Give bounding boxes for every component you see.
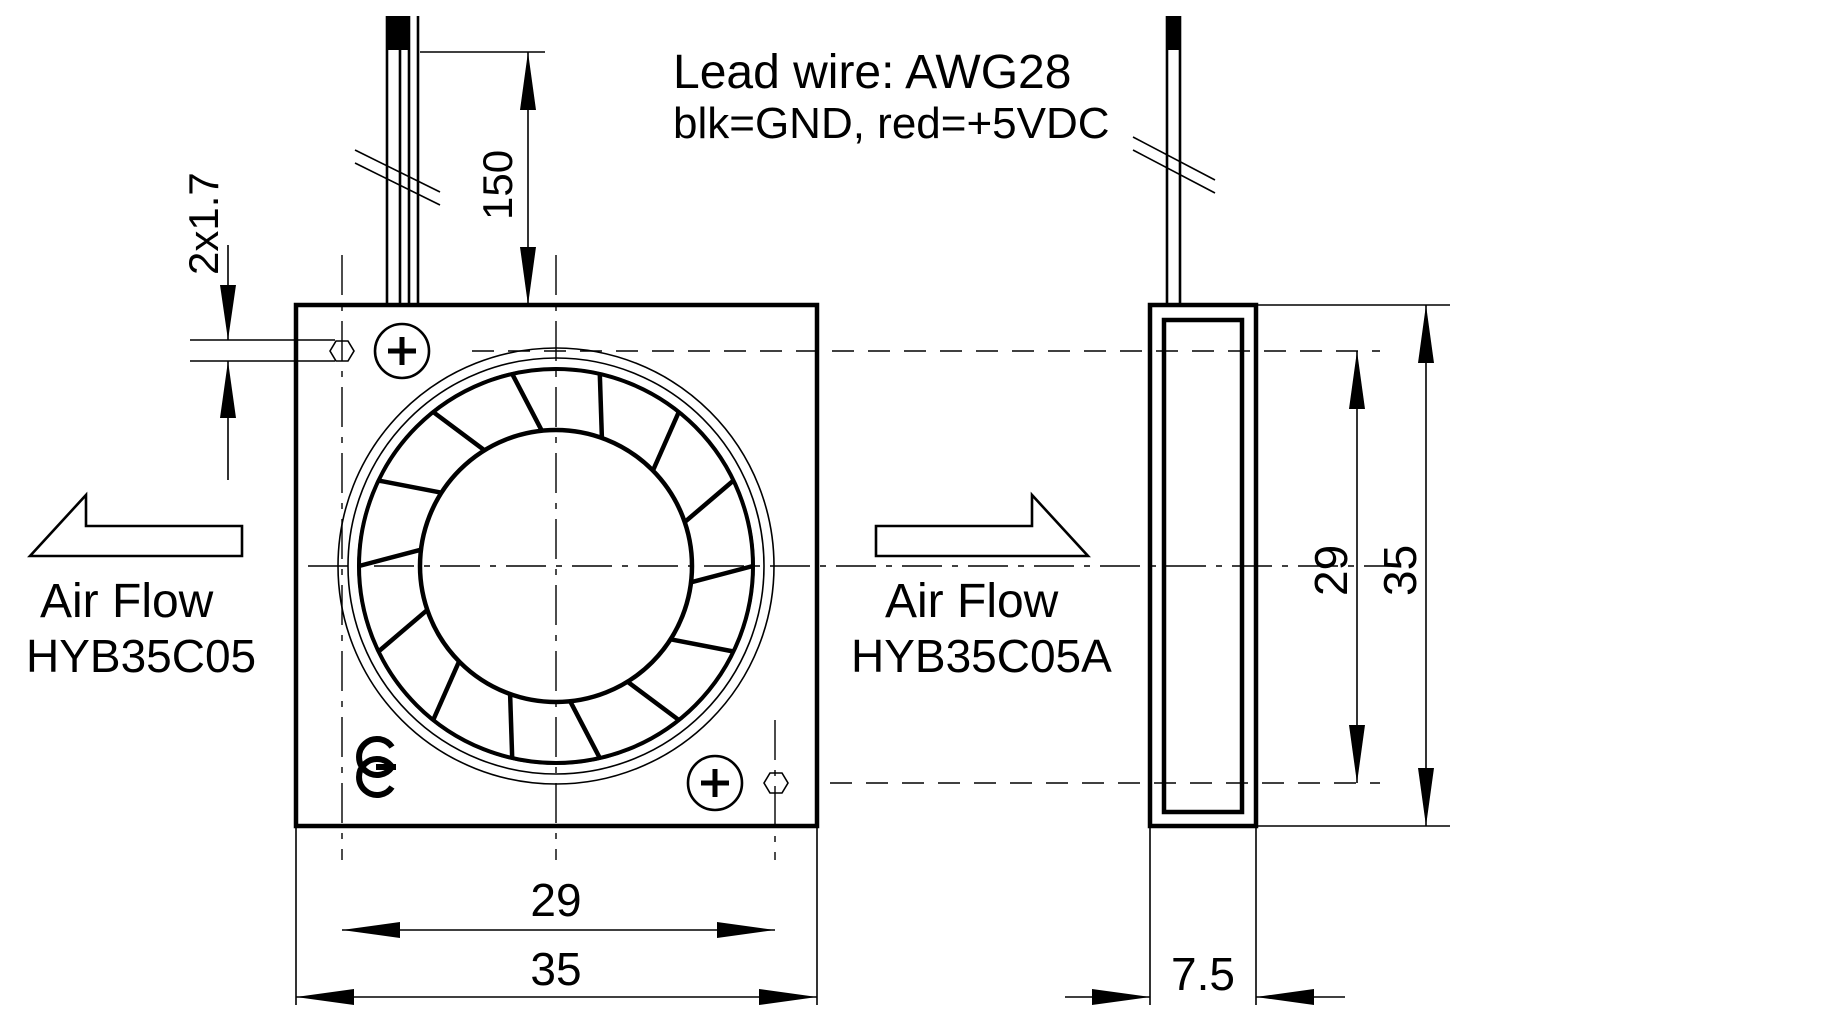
wire-length-dimension: 150	[420, 51, 545, 305]
fan-blade	[683, 478, 735, 524]
fan-blade	[670, 637, 734, 654]
fan-blade	[377, 608, 429, 654]
fan-blade	[626, 679, 681, 722]
fan-blade	[597, 373, 605, 439]
bottom-dimensions: 29 35	[295, 826, 818, 1005]
thickness-label: 7.5	[1171, 948, 1235, 1000]
fan-blade	[568, 700, 602, 760]
lead-wires	[354, 16, 441, 305]
screw-plus-icon	[373, 322, 431, 380]
fan-blade	[378, 478, 442, 495]
lead-wire-title: Lead wire: AWG28	[673, 46, 1071, 99]
left-airflow-label: Air Flow	[40, 575, 214, 628]
right-model-label: HYB35C05A	[851, 630, 1112, 682]
side-hole-spacing-label: 29	[1305, 545, 1357, 596]
fan-blade	[507, 693, 515, 759]
fan-blades	[358, 372, 754, 760]
hole-spec-label: 2x1.7	[180, 172, 227, 275]
lead-wire-colors: blk=GND, red=+5VDC	[673, 99, 1110, 148]
fan-blade	[431, 660, 462, 721]
overall-width-label: 35	[530, 943, 581, 995]
fan-hub	[417, 427, 695, 705]
front-view: 150 2x1.7 29 35	[26, 16, 1390, 1005]
fan-blade	[650, 411, 681, 472]
side-body-outline	[1147, 302, 1259, 829]
fan-blade	[690, 563, 754, 585]
screw-plus-icon	[686, 754, 744, 812]
hole-spacing-label: 29	[530, 874, 581, 926]
fan-blade	[431, 410, 486, 453]
left-model-label: HYB35C05	[26, 630, 256, 682]
hole-dimension: 2x1.7	[180, 172, 335, 480]
airflow-arrow-left-icon	[27, 491, 244, 558]
airflow-arrow-right-icon	[874, 491, 1091, 558]
fan-blade	[358, 547, 422, 569]
right-airflow-label: Air Flow	[885, 575, 1059, 628]
side-view: 29 35 7.5	[1065, 16, 1450, 1005]
wire-length-label: 150	[474, 150, 521, 220]
fan-blade	[510, 372, 544, 432]
ce-mark-icon	[356, 736, 396, 798]
side-overall-height-label: 35	[1374, 545, 1426, 596]
